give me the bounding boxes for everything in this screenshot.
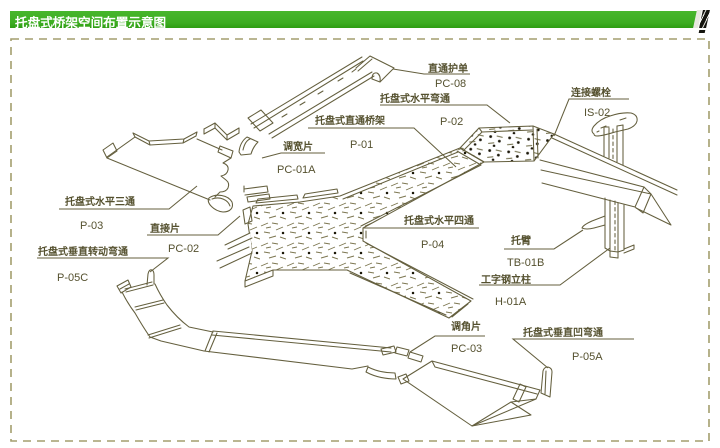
- svg-text:P-04: P-04: [421, 239, 444, 251]
- svg-text:PC-03: PC-03: [451, 343, 482, 355]
- svg-text:IS-02: IS-02: [584, 107, 610, 119]
- svg-text:直接片: 直接片: [150, 222, 180, 235]
- svg-text:托盘式直通桥架: 托盘式直通桥架: [315, 114, 385, 127]
- svg-text:PC-02: PC-02: [168, 243, 199, 255]
- svg-text:H-01A: H-01A: [495, 296, 527, 308]
- svg-text:调角片: 调角片: [451, 320, 481, 333]
- svg-text:P-01: P-01: [350, 139, 373, 151]
- svg-text:连接螺栓: 连接螺栓: [571, 86, 611, 99]
- svg-text:托盘式水平三通: 托盘式水平三通: [65, 195, 135, 208]
- svg-text:直通护单: 直通护单: [428, 62, 468, 75]
- svg-text:PC-01A: PC-01A: [277, 164, 316, 176]
- svg-text:P-05C: P-05C: [57, 272, 88, 284]
- svg-text:PC-08: PC-08: [435, 78, 466, 90]
- svg-text:托盘式水平弯通: 托盘式水平弯通: [380, 92, 450, 105]
- svg-text:调宽片: 调宽片: [283, 140, 313, 153]
- svg-text:P-05A: P-05A: [572, 351, 603, 363]
- svg-text:托盘式垂直转动弯通: 托盘式垂直转动弯通: [38, 245, 128, 258]
- svg-text:托臂: 托臂: [511, 234, 531, 247]
- svg-text:托盘式垂直凹弯通: 托盘式垂直凹弯通: [523, 326, 603, 339]
- svg-text:TB-01B: TB-01B: [507, 257, 544, 269]
- svg-text:托盘式水平四通: 托盘式水平四通: [404, 214, 474, 227]
- svg-text:工字钢立柱: 工字钢立柱: [481, 273, 531, 286]
- svg-text:P-03: P-03: [80, 220, 103, 232]
- svg-text:P-02: P-02: [440, 116, 463, 128]
